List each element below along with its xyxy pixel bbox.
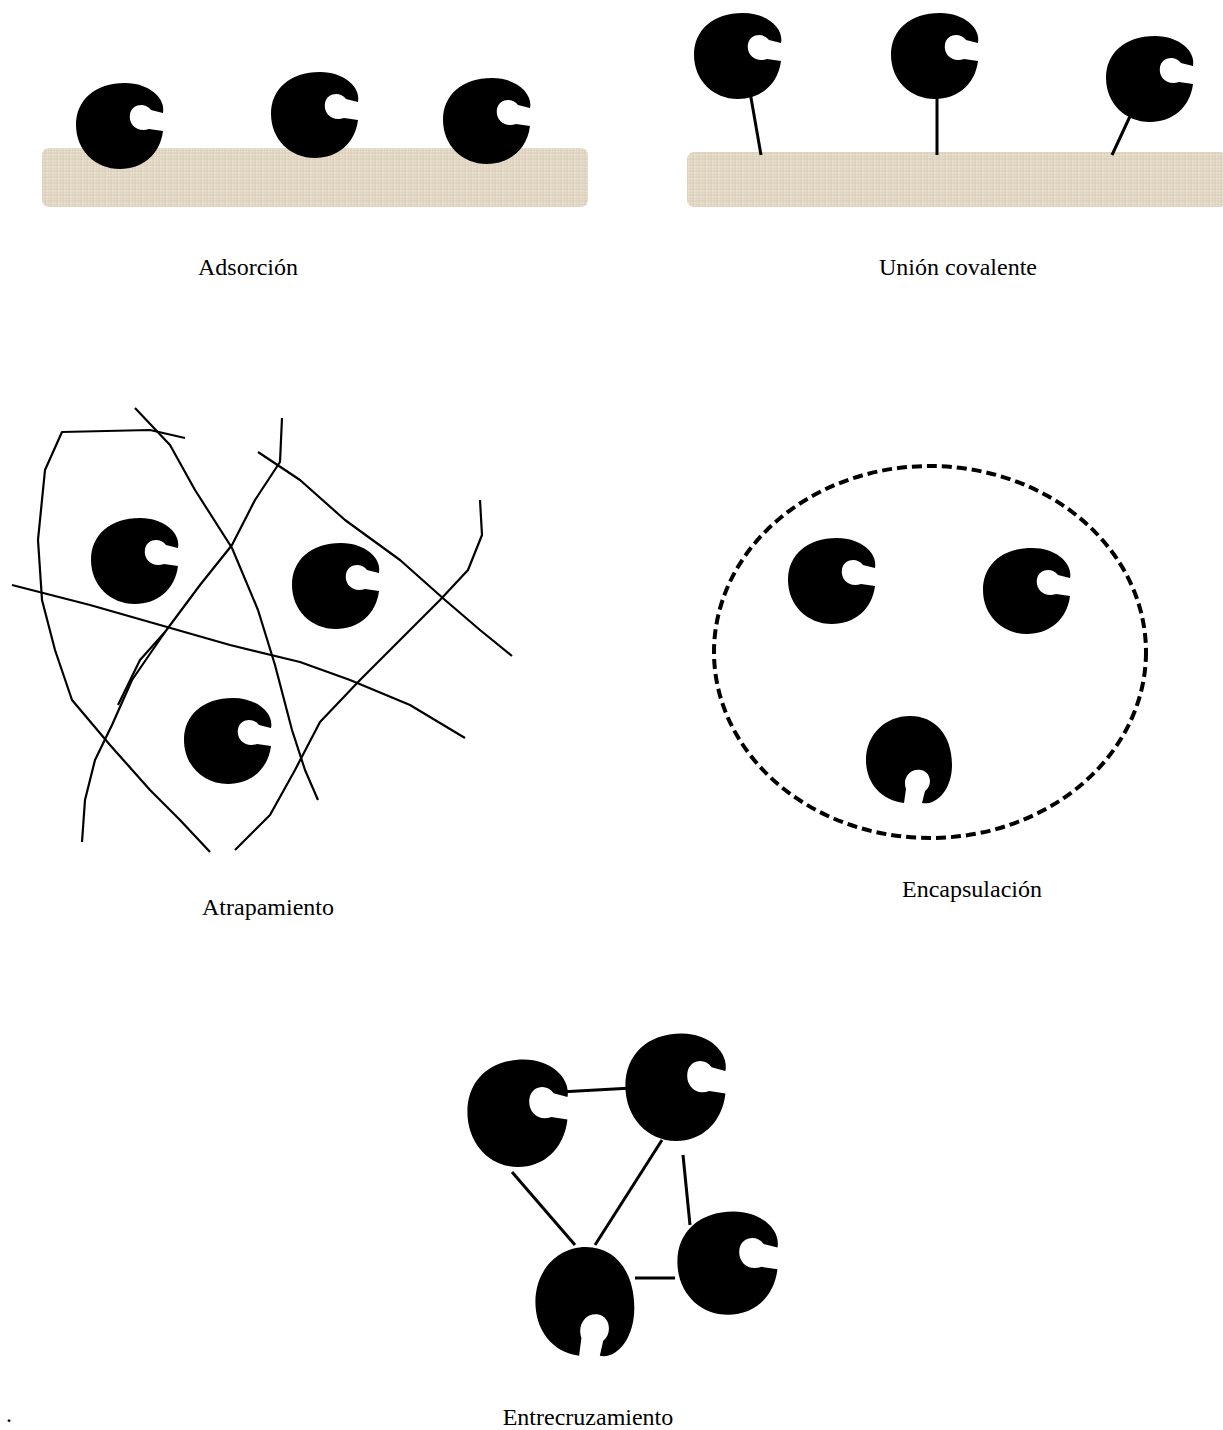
method-caption: Entrecruzamiento (503, 1403, 674, 1430)
method-caption: Encapsulación (902, 875, 1042, 903)
enzyme (91, 518, 178, 604)
capsule-membrane (714, 466, 1146, 838)
enzyme (443, 78, 530, 164)
method-caption: Adsorción (198, 253, 298, 281)
method-caption: Unión covalente (879, 253, 1037, 281)
support-bar (687, 152, 1223, 207)
enzyme (788, 538, 875, 624)
enzyme (535, 1247, 634, 1356)
enzyme (271, 72, 358, 158)
stray-mark: . (6, 1400, 12, 1428)
enzyme (184, 698, 271, 784)
enzyme (76, 83, 163, 169)
enzyme (625, 1034, 725, 1142)
enzyme (292, 543, 379, 629)
method-caption: Atrapamiento (202, 893, 334, 921)
enzyme (1106, 36, 1193, 122)
enzyme (677, 1212, 777, 1315)
polymer-network (12, 408, 512, 852)
enzyme (983, 548, 1070, 634)
enzyme (891, 13, 978, 99)
enzyme (694, 13, 781, 99)
enzyme (866, 716, 952, 803)
covalent-links (750, 92, 1132, 155)
enzyme (467, 1060, 567, 1168)
